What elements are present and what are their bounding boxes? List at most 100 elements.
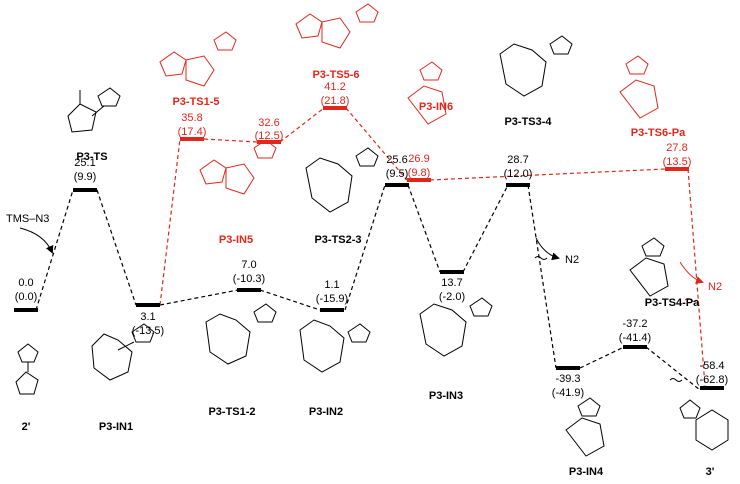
red-connectors bbox=[159, 107, 706, 387]
structure-in6 bbox=[407, 61, 447, 125]
structure-ts6pa bbox=[619, 55, 659, 119]
level-bar-in1 bbox=[136, 303, 160, 307]
connector-in6-ts6pa bbox=[429, 168, 666, 181]
n2-arrow-black bbox=[535, 237, 560, 261]
energy-ts6pa: 27.8 bbox=[666, 142, 687, 154]
structure-labels: 2' P3-IN1 P3-TS P3-TS1-2 P3-IN2 P3-TS2-3… bbox=[22, 69, 715, 478]
black-connectors bbox=[35, 184, 701, 391]
label-ts15: P3-TS1-5 bbox=[172, 96, 219, 108]
n2-label-black: N2 bbox=[565, 254, 579, 266]
structure-ts23 bbox=[305, 147, 379, 213]
free-energy-ts6pa: (13.5) bbox=[663, 156, 692, 168]
structure-sketches bbox=[15, 3, 729, 457]
energy-ts: 25.1 bbox=[74, 157, 95, 169]
free-energy-in1: (-13.5) bbox=[132, 325, 164, 337]
n2-arrow-red bbox=[679, 261, 704, 284]
energy-in1: 3.1 bbox=[140, 311, 155, 323]
structure-ts4pa bbox=[629, 237, 669, 297]
label-3p: 3' bbox=[706, 466, 715, 478]
free-energy-in2: (-15.9) bbox=[316, 293, 348, 305]
connector-ts34-in4 bbox=[527, 184, 557, 369]
label-ts23: P3-TS2-3 bbox=[314, 234, 361, 246]
label-in5: P3-IN5 bbox=[219, 234, 253, 246]
level-bar-ts12 bbox=[237, 288, 261, 292]
structure-ts12 bbox=[205, 303, 277, 365]
level-bar-ts56 bbox=[323, 106, 347, 110]
energy-in5: 32.6 bbox=[258, 117, 279, 129]
structure-in4 bbox=[565, 397, 605, 457]
free-energy-ts56: (21.8) bbox=[321, 95, 350, 107]
free-energy-in5: (12.5) bbox=[255, 130, 284, 142]
connector-ts56-in6 bbox=[345, 107, 408, 181]
connector-ts-in1 bbox=[96, 189, 137, 306]
free-energy-in4: (-41.9) bbox=[552, 387, 584, 399]
n2-label-red: N2 bbox=[708, 281, 722, 293]
level-bar-ts4pa bbox=[623, 345, 647, 349]
axis-break-marks bbox=[534, 256, 683, 382]
connector-in3-ts34 bbox=[462, 184, 509, 273]
break-mark-2 bbox=[669, 378, 683, 382]
structure-ts bbox=[67, 87, 121, 133]
structure-3p bbox=[679, 399, 729, 451]
label-in6: P3-IN6 bbox=[419, 101, 453, 113]
connector-2p-ts bbox=[35, 189, 74, 311]
energy-ts4pa: -37.2 bbox=[622, 318, 647, 330]
level-bar-in3 bbox=[440, 270, 464, 274]
label-in4: P3-IN4 bbox=[569, 466, 604, 478]
energy-in2: 1.1 bbox=[324, 279, 339, 291]
energy-ts23: 25.6 bbox=[386, 154, 407, 166]
free-energy-in6: (9.8) bbox=[408, 167, 431, 179]
free-energy-2p: (0.0) bbox=[15, 291, 38, 303]
free-energy-ts15: (17.4) bbox=[178, 126, 207, 138]
reagent-arrow bbox=[19, 227, 54, 254]
energy-2p: 0.0 bbox=[18, 277, 33, 289]
level-bar-ts bbox=[73, 188, 97, 192]
connector-in4-ts4pa bbox=[579, 346, 625, 369]
label-in2: P3-IN2 bbox=[309, 406, 343, 418]
free-energy-ts34: (12.0) bbox=[504, 168, 533, 180]
free-energy-in3: (-2.0) bbox=[439, 291, 465, 303]
break-mark-red bbox=[684, 298, 698, 302]
break-mark-1 bbox=[534, 256, 548, 260]
structure-in1 bbox=[91, 323, 155, 381]
connector-in2-ts23 bbox=[344, 184, 386, 311]
free-energy-ts12: (-10.3) bbox=[233, 273, 265, 285]
energy-3p: -58.4 bbox=[699, 360, 724, 372]
level-bar-3p bbox=[700, 386, 724, 390]
connector-in1-ts12 bbox=[159, 289, 239, 306]
label-ts56: P3-TS5-6 bbox=[312, 69, 359, 81]
structure-2p bbox=[15, 343, 39, 395]
level-bar-in4 bbox=[556, 366, 580, 370]
energy-ts15: 35.8 bbox=[181, 112, 202, 124]
level-bar-ts34 bbox=[506, 183, 530, 187]
label-ts6pa: P3-TS6-Pa bbox=[631, 127, 686, 139]
label-in1: P3-IN1 bbox=[99, 421, 133, 433]
reagent-label: TMS–N3 bbox=[6, 213, 49, 225]
level-bar-in2 bbox=[320, 308, 344, 312]
label-ts12: P3-TS1-2 bbox=[208, 406, 255, 418]
structure-ts15 bbox=[159, 31, 237, 87]
structure-in3 bbox=[419, 297, 493, 357]
label-2p: 2' bbox=[22, 421, 31, 433]
label-ts34: P3-TS3-4 bbox=[504, 116, 552, 128]
connector-ts23-in3 bbox=[407, 184, 441, 273]
free-energy-ts4pa: (-41.4) bbox=[619, 332, 651, 344]
structure-ts56 bbox=[295, 3, 379, 49]
connector-ts15-in5 bbox=[203, 138, 258, 143]
energy-in3: 13.7 bbox=[441, 277, 462, 289]
connector-ts6pa-3p bbox=[687, 168, 706, 387]
energy-ts34: 28.7 bbox=[507, 154, 528, 166]
level-bar-in6 bbox=[407, 178, 431, 182]
energy-ts56: 41.2 bbox=[324, 81, 345, 93]
energy-in4: -39.3 bbox=[555, 373, 580, 385]
free-energy-ts23: (9.5) bbox=[386, 168, 409, 180]
level-bar-ts15 bbox=[180, 137, 204, 141]
connector-ts12-in2 bbox=[259, 289, 321, 311]
level-bars bbox=[14, 106, 724, 390]
energy-ts12: 7.0 bbox=[241, 259, 256, 271]
energy-in6: 26.9 bbox=[408, 153, 429, 165]
free-energy-3p: (-62.8) bbox=[696, 374, 728, 386]
label-in3: P3-IN3 bbox=[429, 390, 463, 402]
